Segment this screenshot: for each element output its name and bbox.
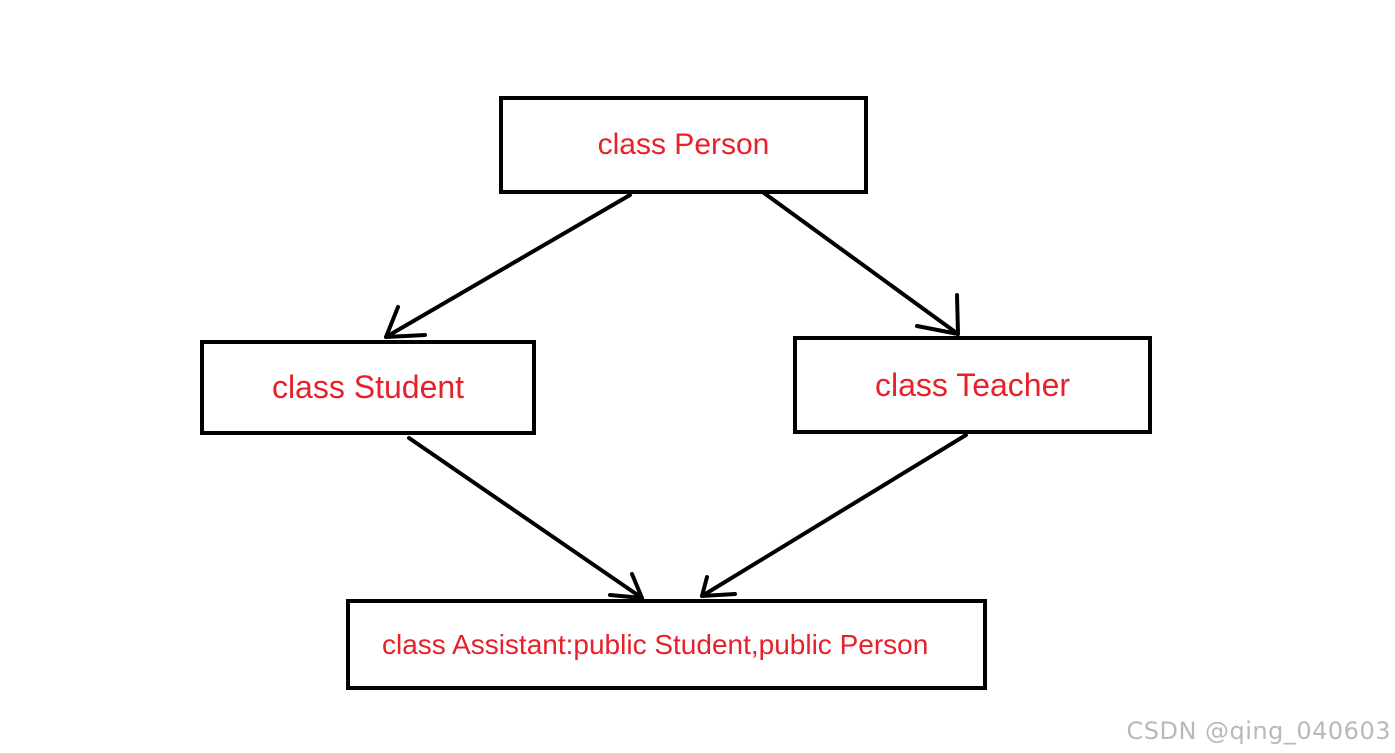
class-student-label: class Student (271, 369, 465, 405)
edge-teacher-assistant (700, 433, 968, 598)
arrowhead-student-assistant (608, 572, 644, 600)
class-teacher-label: class Teacher (874, 366, 1071, 403)
class-person-label: class Person (597, 128, 770, 161)
arrowhead-person-student (384, 305, 427, 339)
arrowhead-person-teacher (915, 293, 960, 336)
edge-person-student (384, 193, 632, 339)
edge-student-assistant (407, 436, 644, 600)
edge-person-teacher (762, 191, 960, 336)
class-teacher-box: class Teacher (793, 336, 1152, 434)
class-assistant-box: class Assistant:public Student,public Pe… (346, 599, 987, 690)
class-person-box: class Person (499, 96, 868, 194)
class-assistant-label: class Assistant:public Student,public Pe… (382, 628, 929, 660)
class-student-box: class Student (200, 340, 536, 435)
watermark-text: CSDN @qing_040603 (1126, 717, 1391, 745)
arrowhead-teacher-assistant (700, 575, 737, 598)
